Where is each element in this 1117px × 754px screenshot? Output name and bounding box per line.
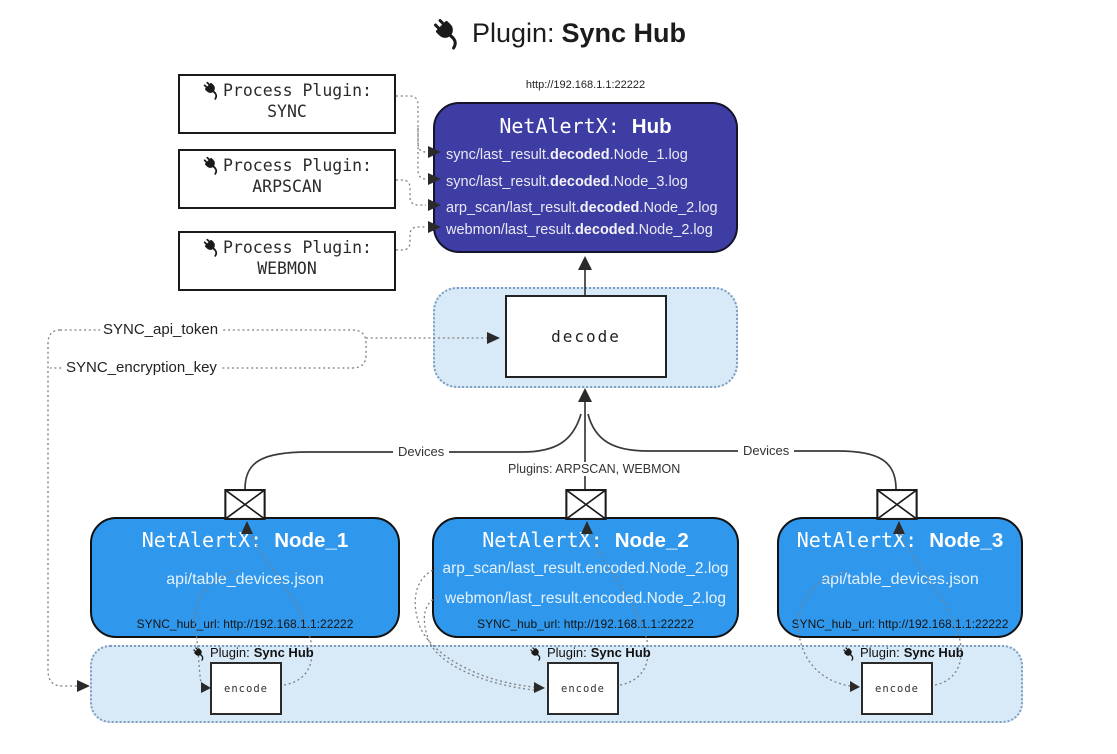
hub-app: NetAlertX:	[499, 114, 620, 138]
page-title: Plugin: Sync Hub	[0, 16, 1117, 50]
encode-plugin-label: Plugin: Sync Hub	[842, 645, 964, 661]
log-post: .Node_3.log	[609, 174, 688, 190]
log-bold: decoded	[549, 174, 610, 190]
node-title: NetAlertX: Node_2	[434, 527, 737, 554]
log-bold: decoded	[549, 147, 610, 163]
process-plugin-label: Process Plugin:	[180, 80, 394, 100]
encode-plugin-label: Plugin: Sync Hub	[192, 645, 314, 661]
node-title: NetAlertX: Node_1	[92, 527, 398, 554]
plug-icon	[202, 155, 222, 175]
encode-plugin-prefix: Plugin:	[547, 645, 587, 660]
log-post: .Node_2.log	[639, 200, 718, 216]
log-bold: decoded	[579, 200, 640, 216]
encode-plugin-prefix: Plugin:	[860, 645, 900, 660]
encode-box: encode	[861, 662, 933, 715]
envelope-icon	[224, 489, 266, 520]
encode-plugin-prefix: Plugin:	[210, 645, 250, 660]
log-post: .Node_1.log	[609, 147, 688, 163]
node-app: NetAlertX:	[482, 528, 603, 552]
node-file: webmon/last_result.encoded.Node_2.log	[445, 590, 726, 607]
encode-box: encode	[547, 662, 619, 715]
title-name: Sync Hub	[561, 17, 687, 48]
encode-plugin-name: Sync Hub	[903, 645, 964, 660]
node-file: api/table_devices.json	[166, 571, 324, 588]
process-plugin-box-sync: Process Plugin: SYNC	[178, 74, 396, 134]
node-name: Node_3	[929, 529, 1004, 552]
log-post: .Node_2.log	[634, 222, 713, 238]
node-footer: SYNC_hub_url: http://192.168.1.1:22222	[791, 617, 1009, 631]
envelope-icon	[565, 489, 607, 520]
encode-box: encode	[210, 662, 282, 715]
log-bold: decoded	[574, 222, 635, 238]
node-box-node1: NetAlertX: Node_1 api/table_devices.json…	[90, 517, 400, 638]
title-prefix: Plugin:	[471, 17, 555, 48]
process-plugin-text: Process Plugin:	[222, 80, 372, 100]
node-footer: SYNC_hub_url: http://192.168.1.1:22222	[477, 617, 694, 631]
plug-icon	[202, 80, 222, 100]
edge-label-plugins-center: Plugins: ARPSCAN, WEBMON	[503, 462, 686, 476]
log-pre: webmon/last_result.	[446, 222, 575, 238]
process-plugin-text: Process Plugin:	[222, 155, 372, 175]
plug-icon	[529, 646, 544, 661]
node-app: NetAlertX:	[796, 528, 918, 552]
node-name: Node_2	[614, 529, 689, 552]
node-file: arp_scan/last_result.encoded.Node_2.log	[442, 560, 729, 577]
hub-name: Hub	[631, 115, 672, 138]
node-title: NetAlertX: Node_3	[779, 527, 1021, 554]
log-pre: arp_scan/last_result.	[446, 200, 580, 216]
node-app: NetAlertX:	[141, 528, 263, 552]
node-box-node3: NetAlertX: Node_3 api/table_devices.json…	[777, 517, 1023, 638]
decode-box: decode	[505, 295, 667, 378]
hub-log-line: arp_scan/last_result.decoded.Node_2.log	[446, 199, 736, 217]
encode-plugin-name: Sync Hub	[590, 645, 651, 660]
process-plugin-box-arpscan: Process Plugin: ARPSCAN	[178, 149, 396, 209]
process-plugin-text: Process Plugin:	[222, 237, 372, 257]
hub-log-line: sync/last_result.decoded.Node_3.log	[446, 173, 736, 191]
log-pre: sync/last_result.	[446, 147, 550, 163]
hub-url: http://192.168.1.1:22222	[525, 79, 646, 91]
node-file: api/table_devices.json	[821, 571, 979, 588]
hub-log-line: sync/last_result.decoded.Node_1.log	[446, 146, 736, 164]
process-plugin-name: SYNC	[267, 102, 307, 121]
hub-title: NetAlertX: Hub	[435, 113, 736, 140]
process-plugin-name: WEBMON	[257, 259, 317, 278]
hub-log-line: webmon/last_result.decoded.Node_2.log	[446, 221, 736, 239]
process-plugin-name: ARPSCAN	[252, 177, 322, 196]
log-pre: sync/last_result.	[446, 174, 550, 190]
process-plugin-box-webmon: Process Plugin: WEBMON	[178, 231, 396, 291]
plug-icon	[202, 237, 222, 257]
node-name: Node_1	[274, 529, 349, 552]
hub-box: NetAlertX: Hub sync/last_result.decoded.…	[433, 102, 738, 253]
sync-api-token-label: SYNC_api_token	[100, 321, 222, 339]
plug-icon	[431, 16, 465, 50]
sync-encryption-key-label: SYNC_encryption_key	[63, 359, 220, 377]
envelope-icon	[876, 489, 918, 520]
encode-plugin-name: Sync Hub	[253, 645, 314, 660]
encode-plugin-label: Plugin: Sync Hub	[529, 645, 651, 661]
edge-label-devices-right: Devices	[738, 444, 795, 458]
process-plugin-label: Process Plugin:	[180, 155, 394, 175]
plug-icon	[842, 646, 857, 661]
process-plugin-label: Process Plugin:	[180, 237, 394, 257]
plug-icon	[192, 646, 207, 661]
node-box-node2: NetAlertX: Node_2 arp_scan/last_result.e…	[432, 517, 739, 638]
node-footer: SYNC_hub_url: http://192.168.1.1:22222	[136, 617, 354, 631]
edge-label-devices-left: Devices	[393, 445, 450, 459]
